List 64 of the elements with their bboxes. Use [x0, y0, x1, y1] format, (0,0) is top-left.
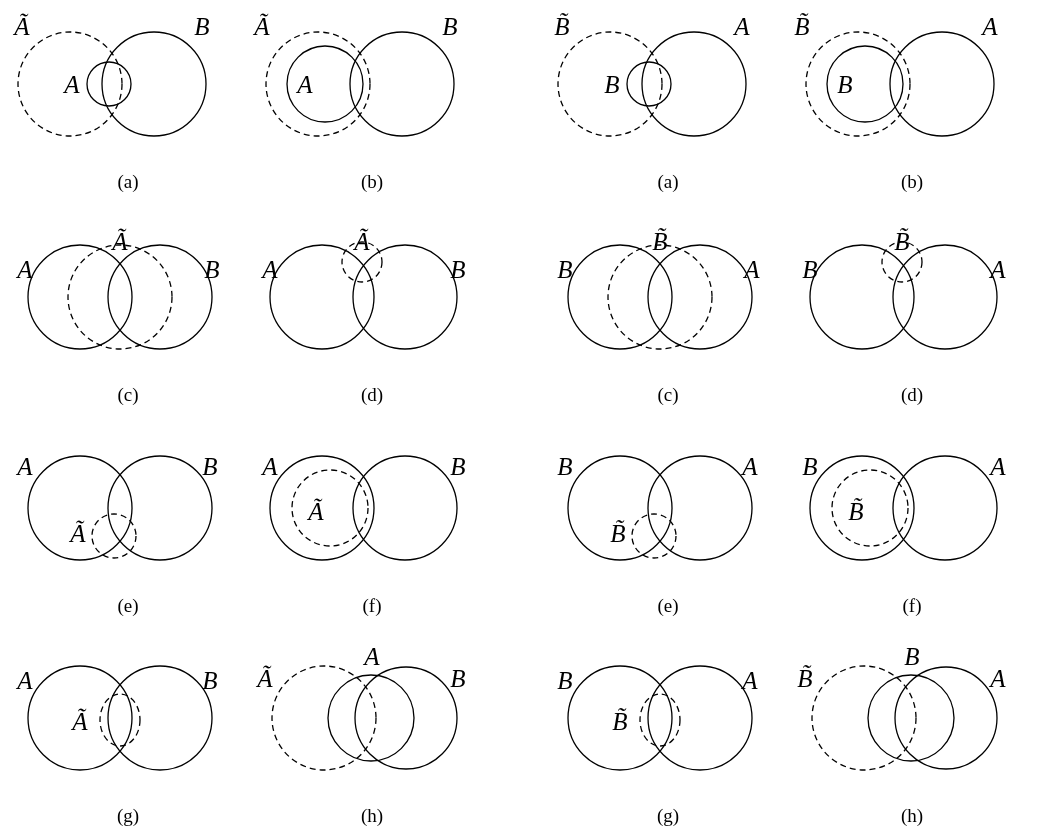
set-label: Ã: [308, 498, 324, 524]
set-label: Ã: [70, 520, 86, 546]
panel-caption: (d): [360, 384, 384, 404]
set-label: B̃: [610, 520, 626, 546]
set-label: A: [742, 667, 758, 693]
set-label: A: [17, 667, 33, 693]
set-label: B: [202, 453, 218, 479]
panel-caption: (h): [900, 805, 924, 825]
set-label: B: [837, 71, 853, 97]
set-label: B: [202, 667, 218, 693]
panel-caption: (h): [360, 805, 384, 825]
set-label: A: [744, 256, 760, 282]
panel-caption: (c): [657, 384, 679, 404]
set-label: B: [557, 256, 573, 282]
set-label: B̃: [848, 498, 864, 524]
panel-caption: (g): [116, 805, 140, 825]
set-label: A: [17, 256, 33, 282]
panel-caption: (e): [657, 595, 679, 615]
set-label: B: [557, 667, 573, 693]
set-label: A: [297, 71, 313, 97]
set-label: B: [802, 256, 818, 282]
set-label: Ã: [254, 13, 270, 39]
panel-caption: (g): [656, 805, 680, 825]
set-label: B̃: [554, 13, 570, 39]
set-label: A: [262, 256, 278, 282]
set-label: Ã: [72, 708, 88, 734]
set-label: B: [450, 665, 466, 691]
panel-caption: (a): [657, 171, 679, 191]
set-label: A: [734, 13, 750, 39]
set-label: A: [64, 71, 80, 97]
set-label: A: [990, 453, 1006, 479]
set-label: B: [557, 453, 573, 479]
panel-caption: (e): [117, 595, 139, 615]
set-label: A: [990, 665, 1006, 691]
set-label: A: [982, 13, 998, 39]
set-label: B: [442, 13, 458, 39]
panel-caption: (b): [360, 171, 384, 191]
set-label: B̃: [794, 13, 810, 39]
set-label: B: [604, 71, 620, 97]
set-label: B̃: [612, 708, 628, 734]
set-label: B: [802, 453, 818, 479]
set-label: A: [17, 453, 33, 479]
set-label: B: [904, 643, 920, 669]
set-label: B: [194, 13, 210, 39]
set-label: Ã: [112, 228, 128, 254]
set-label: A: [742, 453, 758, 479]
set-label: B: [450, 256, 466, 282]
set-label: A: [364, 643, 380, 669]
set-label: A: [990, 256, 1006, 282]
panel-caption: (f): [362, 595, 382, 615]
panel-caption: (c): [117, 384, 139, 404]
panel-caption: (a): [117, 171, 139, 191]
set-label: Ã: [257, 665, 273, 691]
panel-caption: (f): [902, 595, 922, 615]
set-label: B̃: [894, 228, 910, 254]
set-label: Ã: [14, 13, 30, 39]
panel-caption: (b): [900, 171, 924, 191]
set-label: B: [450, 453, 466, 479]
set-label: B: [204, 256, 220, 282]
set-label: A: [262, 453, 278, 479]
set-label: B̃: [797, 665, 813, 691]
set-label: B̃: [652, 228, 668, 254]
panel-caption: (d): [900, 384, 924, 404]
set-label: Ã: [354, 228, 370, 254]
